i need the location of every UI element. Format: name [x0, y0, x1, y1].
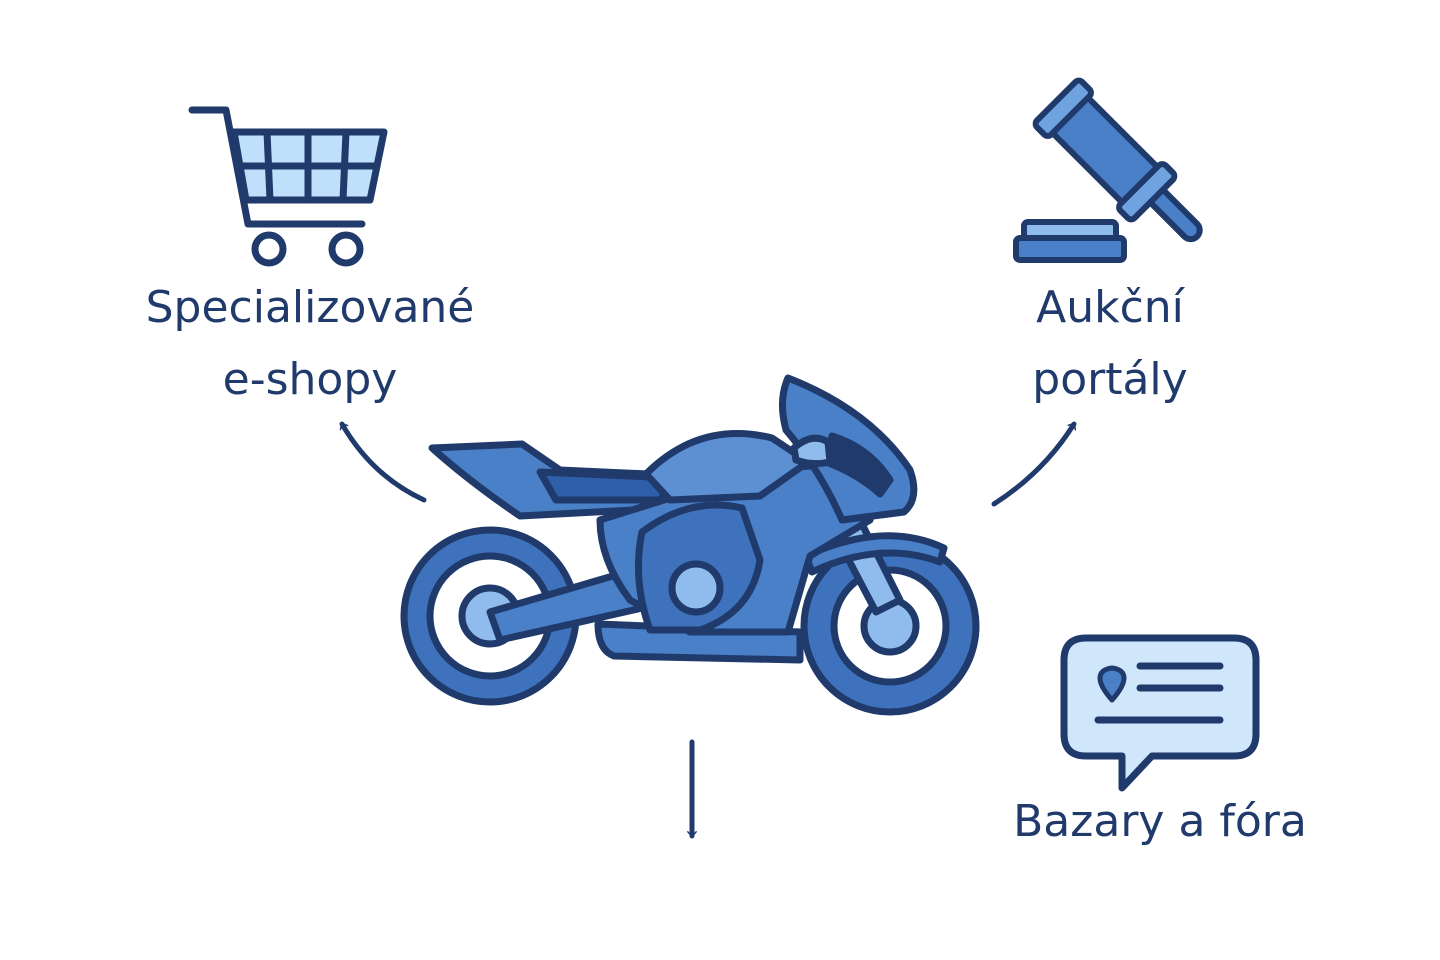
label-bazaars-text: Bazary a fóra [1013, 796, 1307, 847]
label-eshops-line2: e-shopy [222, 354, 398, 405]
gavel-icon [1013, 77, 1203, 263]
label-auctions: Aukční portály [960, 272, 1260, 416]
listing-chat-icon [1060, 634, 1260, 792]
shopping-cart-icon [188, 106, 388, 267]
label-auctions-line2: portály [1032, 354, 1188, 405]
motorcycle-icon [400, 374, 980, 716]
label-eshops: Specializované e-shopy [130, 272, 490, 416]
arrow-to-eshops [339, 421, 427, 503]
connector-arrows [339, 421, 1077, 839]
label-auctions-line1: Aukční [1036, 282, 1184, 333]
arrow-to-auctions [991, 421, 1077, 507]
label-eshops-line1: Specializované [145, 282, 475, 333]
label-bazaars: Bazary a fóra [1000, 790, 1320, 854]
